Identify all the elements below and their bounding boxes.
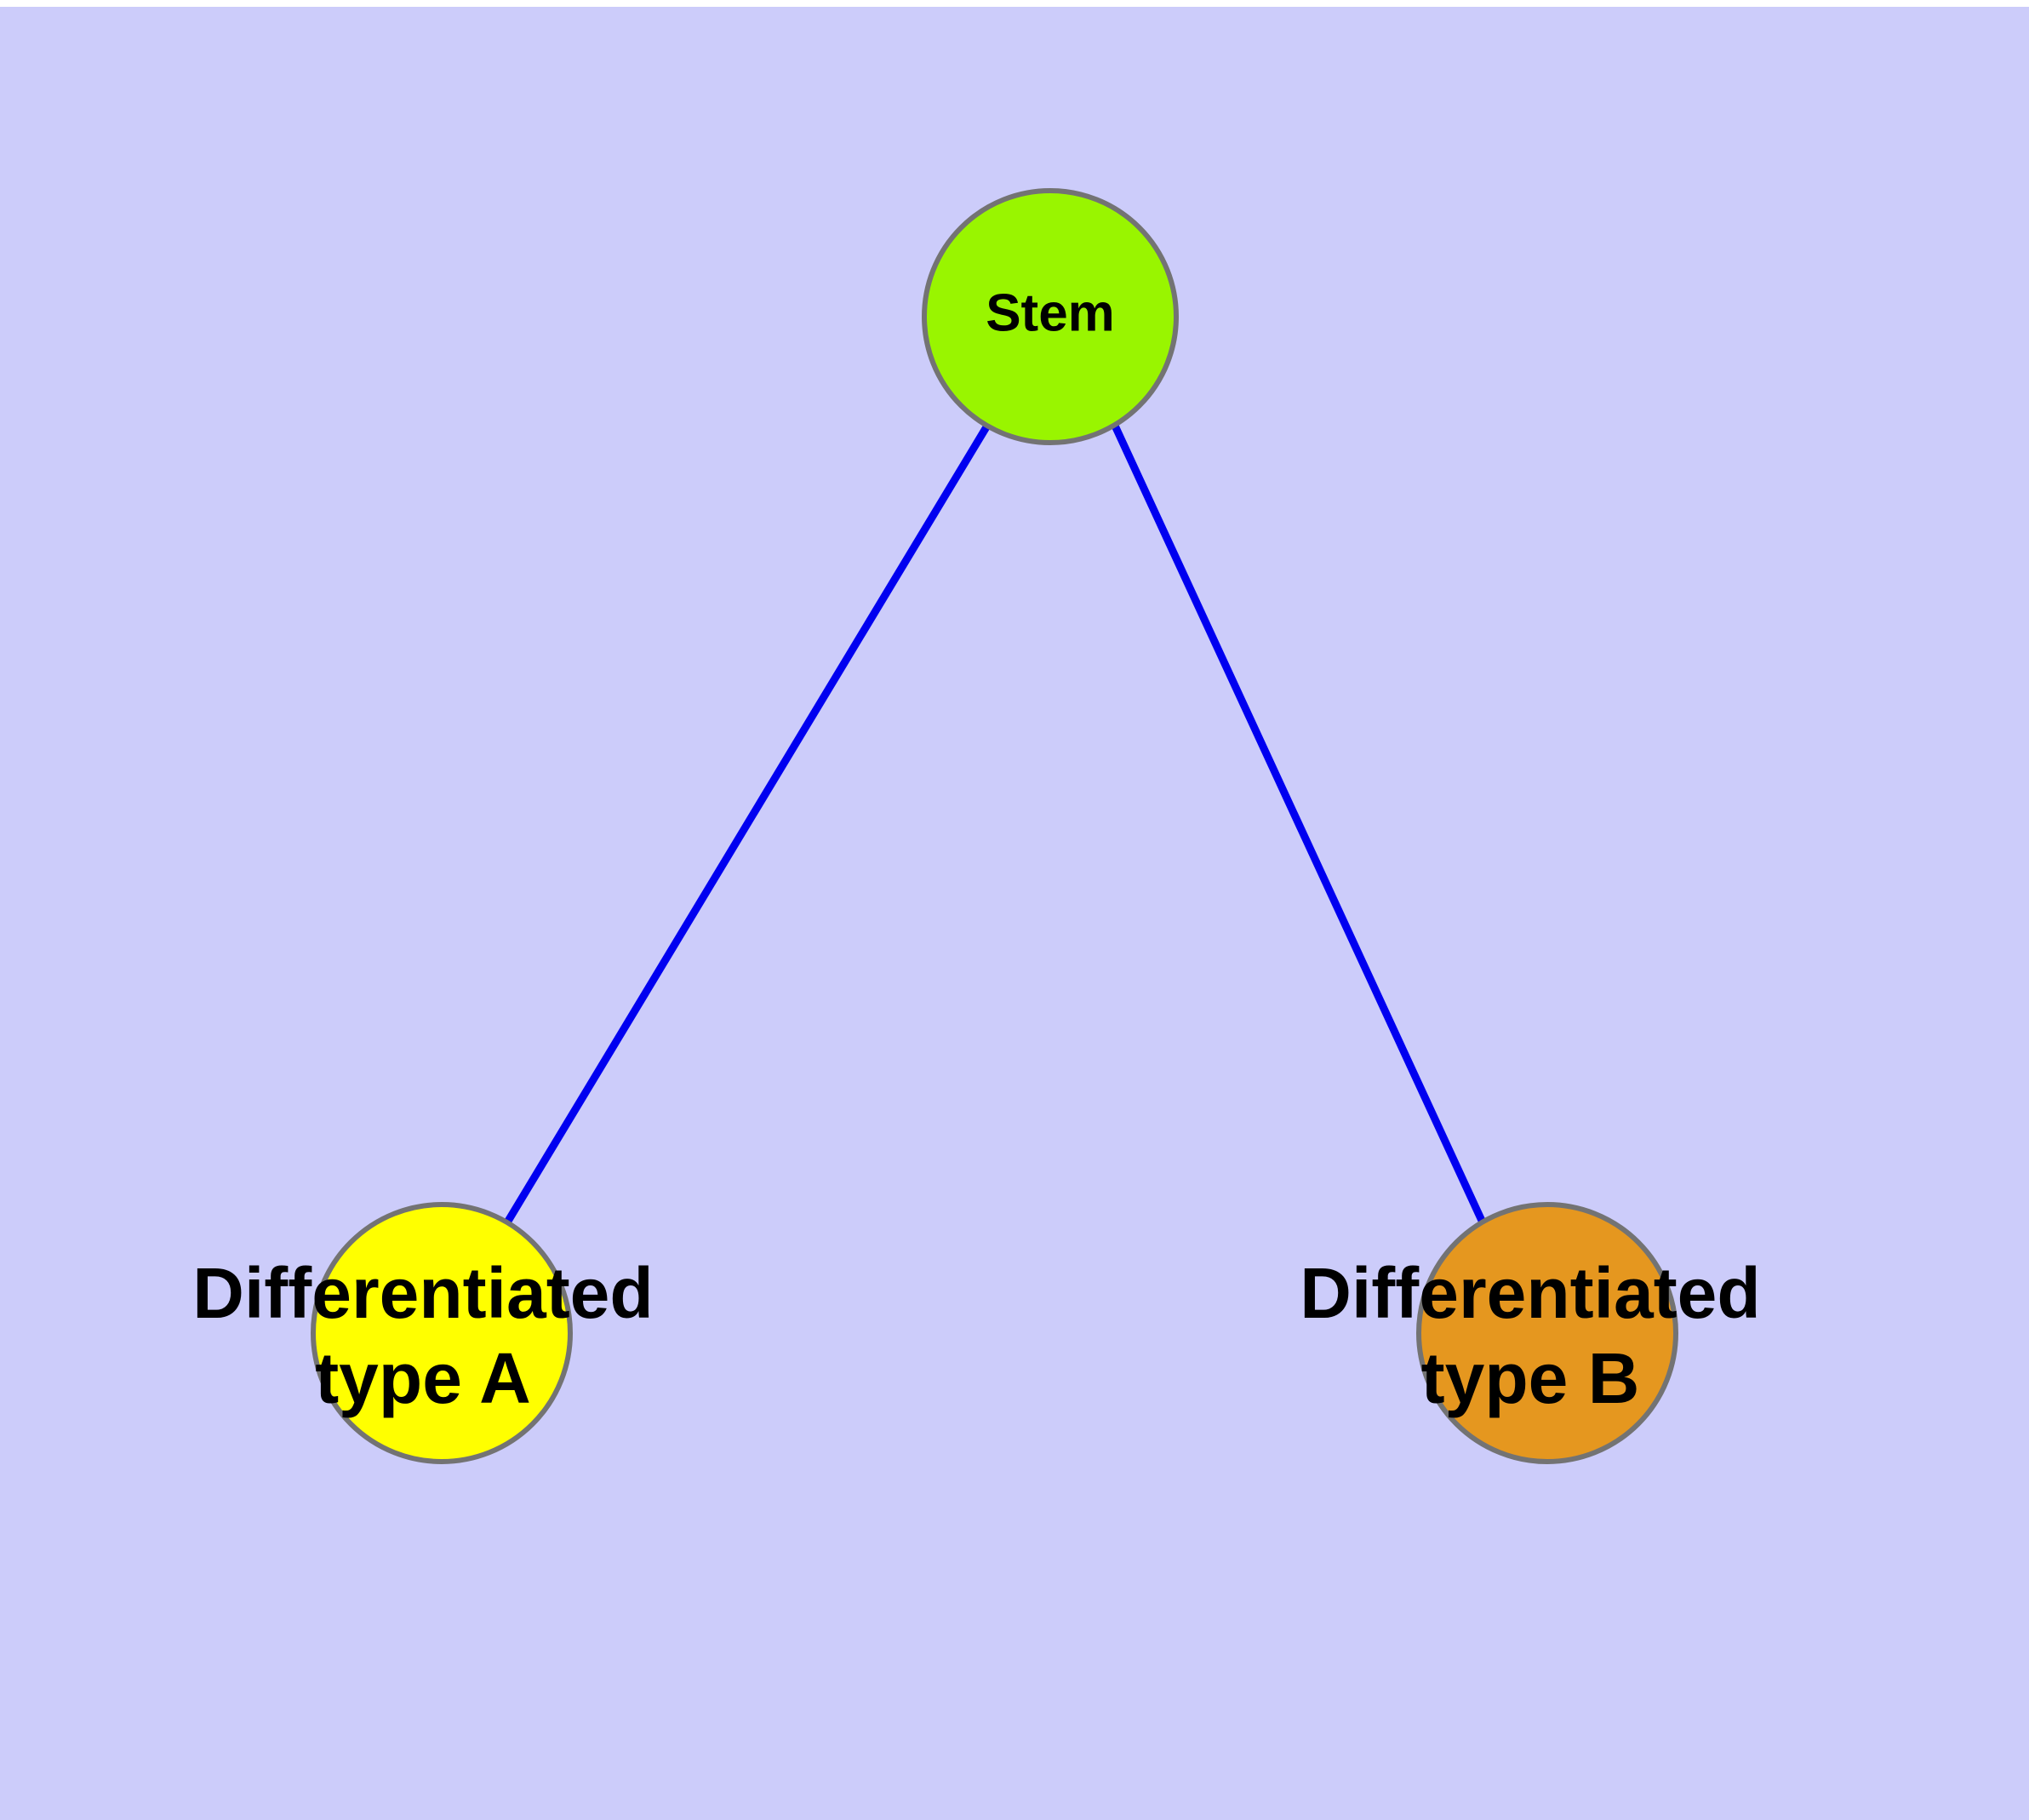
edge-stem-to-type-b[interactable] bbox=[1111, 424, 1487, 1224]
node-type-a-circle[interactable] bbox=[311, 1202, 573, 1464]
node-type-b-label-line1: Differentiated bbox=[1300, 1253, 1760, 1333]
edge-layer bbox=[504, 423, 1487, 1225]
node-stem-label: Stem bbox=[986, 283, 1115, 342]
edge-stem-to-type-a[interactable] bbox=[504, 423, 991, 1225]
node-type-b-label-line2: type B bbox=[1421, 1338, 1640, 1418]
node-stem-circle[interactable] bbox=[922, 188, 1179, 445]
node-type-a-label-line2: type A bbox=[315, 1338, 531, 1418]
node-type-b-circle[interactable] bbox=[1416, 1202, 1678, 1464]
node-stem[interactable]: Stem bbox=[922, 188, 1179, 445]
node-differentiated-type-b[interactable]: Differentiated type B bbox=[1300, 1202, 1761, 1464]
node-type-a-label-line1: Differentiated bbox=[192, 1253, 653, 1333]
node-differentiated-type-a[interactable]: Differentiated type A bbox=[192, 1202, 654, 1464]
